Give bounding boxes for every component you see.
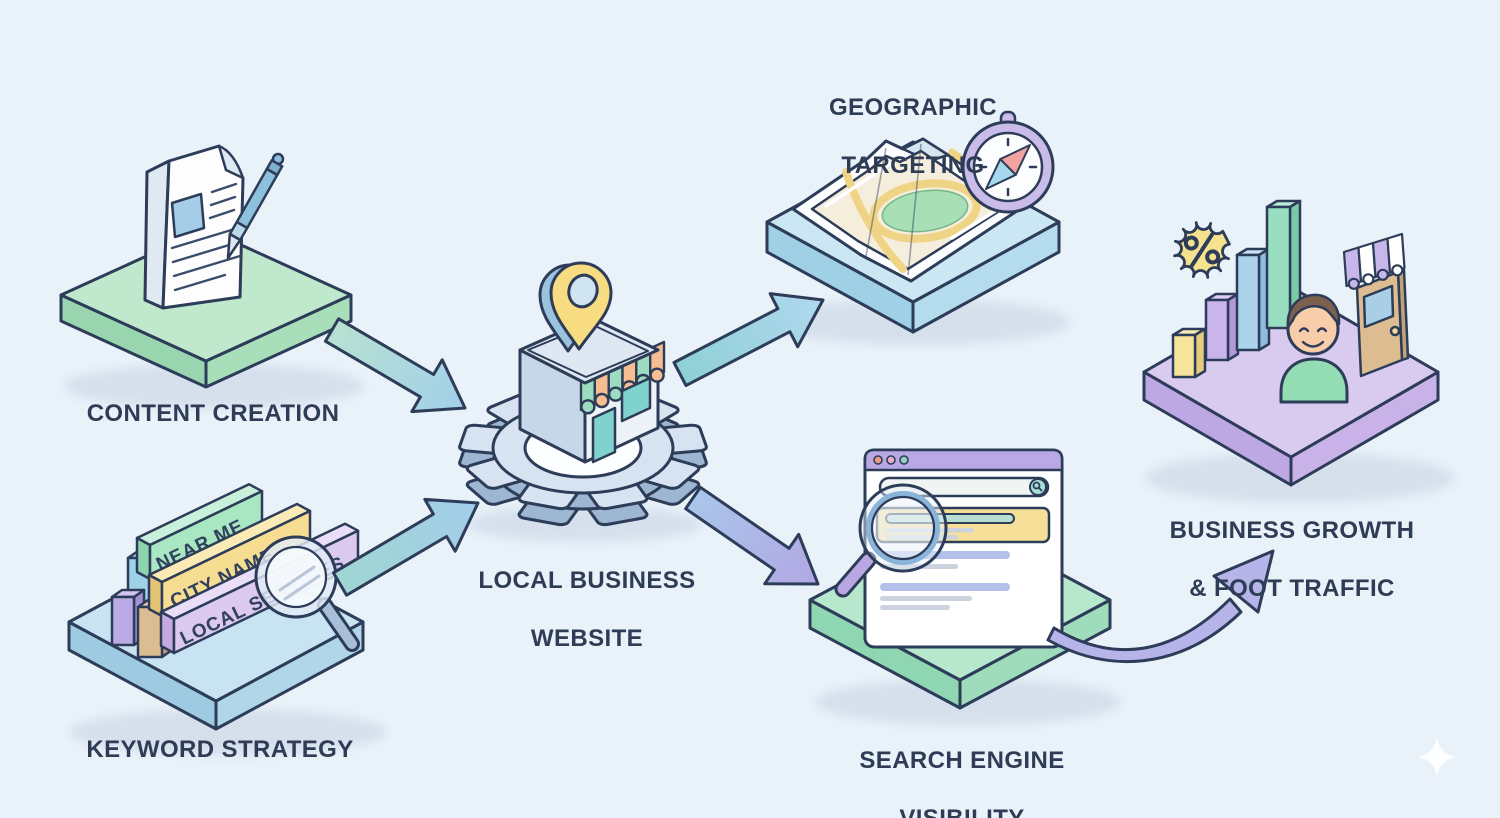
magnifier-icon — [254, 535, 360, 652]
compass-ticks — [978, 137, 1038, 197]
content-creation-illustration — [59, 144, 353, 389]
location-pin-icon — [538, 261, 613, 353]
person-face — [1298, 327, 1328, 348]
label-line: LOCAL BUSINESS — [478, 567, 696, 594]
map-park-area — [881, 189, 969, 233]
map-details — [824, 143, 1006, 276]
person-hair — [1286, 293, 1341, 330]
door-icon — [1342, 232, 1410, 378]
label-search-engine-visibility: SEARCH ENGINE VISIBILITY — [812, 717, 1112, 818]
storefront-icon — [518, 316, 666, 464]
bar-chart-icon — [1171, 199, 1302, 379]
compass-icon — [961, 110, 1055, 214]
pen-icon — [226, 152, 285, 260]
label-line: VISIBILITY — [812, 804, 1112, 818]
result-title-pill — [885, 513, 1015, 524]
local-business-website-illustration — [458, 261, 707, 526]
label-line: & FOOT TRAFFIC — [1189, 575, 1395, 602]
arrow-search-to-growth — [1046, 549, 1275, 663]
percent-symbol — [1183, 232, 1221, 268]
label-geographic-targeting: GEOGRAPHIC TARGETING — [763, 64, 1063, 209]
flow-arrows — [323, 292, 1275, 663]
arrow-content-to-website — [323, 317, 467, 414]
content-platform — [59, 227, 353, 389]
business-growth-illustration — [1142, 199, 1440, 487]
label-keyword-strategy: KEYWORD STRATEGY — [86, 736, 354, 763]
keyword-strategy-illustration: NEAR ME CITY NAME LOCAL SERVICES — [67, 482, 365, 731]
search-visibility-illustration — [808, 448, 1112, 710]
compass-needle-south — [985, 158, 1017, 190]
other-results — [880, 551, 1010, 610]
person-body — [1279, 357, 1349, 404]
label-line: GEOGRAPHIC — [828, 94, 997, 121]
person-icon — [1279, 293, 1349, 404]
geographic-targeting-illustration — [765, 110, 1061, 334]
document-icon — [143, 144, 245, 310]
bar-yellow — [1171, 327, 1207, 379]
label-line: BUSINESS GROWTH — [1169, 517, 1415, 544]
search-icon — [1032, 481, 1043, 492]
label-line: WEBSITE — [530, 625, 644, 652]
arrow-keyword-to-website — [331, 497, 480, 597]
browser-window-dots — [873, 455, 909, 465]
browser-title-bar — [863, 448, 1064, 472]
arrow-website-to-geographic — [672, 292, 825, 387]
magnifier-icon — [834, 483, 948, 598]
door-awning — [1342, 232, 1406, 290]
percent-badge-icon — [1173, 221, 1231, 279]
bar-purple — [1204, 292, 1240, 362]
label-business-growth: BUSINESS GROWTH & FOOT TRAFFIC — [1112, 487, 1472, 632]
label-local-business-website: LOCAL BUSINESS WEBSITE — [437, 537, 737, 682]
label-line: TARGETING — [841, 152, 985, 179]
arrow-website-to-search — [684, 485, 820, 586]
door-knob — [1389, 325, 1401, 337]
storefront-door — [591, 406, 617, 464]
document-image-placeholder — [170, 192, 206, 239]
storefront-roof — [518, 316, 660, 385]
bar-green — [1265, 199, 1302, 330]
sparkle-icon — [1417, 737, 1457, 777]
door-window — [1362, 284, 1395, 329]
document-text-lines — [170, 182, 242, 292]
bar-blue — [1235, 247, 1271, 352]
browser-search-bar — [878, 476, 1050, 498]
storefront-window — [620, 376, 652, 423]
label-line: SEARCH ENGINE — [859, 747, 1065, 774]
pin-hole — [567, 273, 599, 309]
label-content-creation: CONTENT CREATION — [86, 400, 340, 427]
result-text-lines — [886, 528, 974, 540]
